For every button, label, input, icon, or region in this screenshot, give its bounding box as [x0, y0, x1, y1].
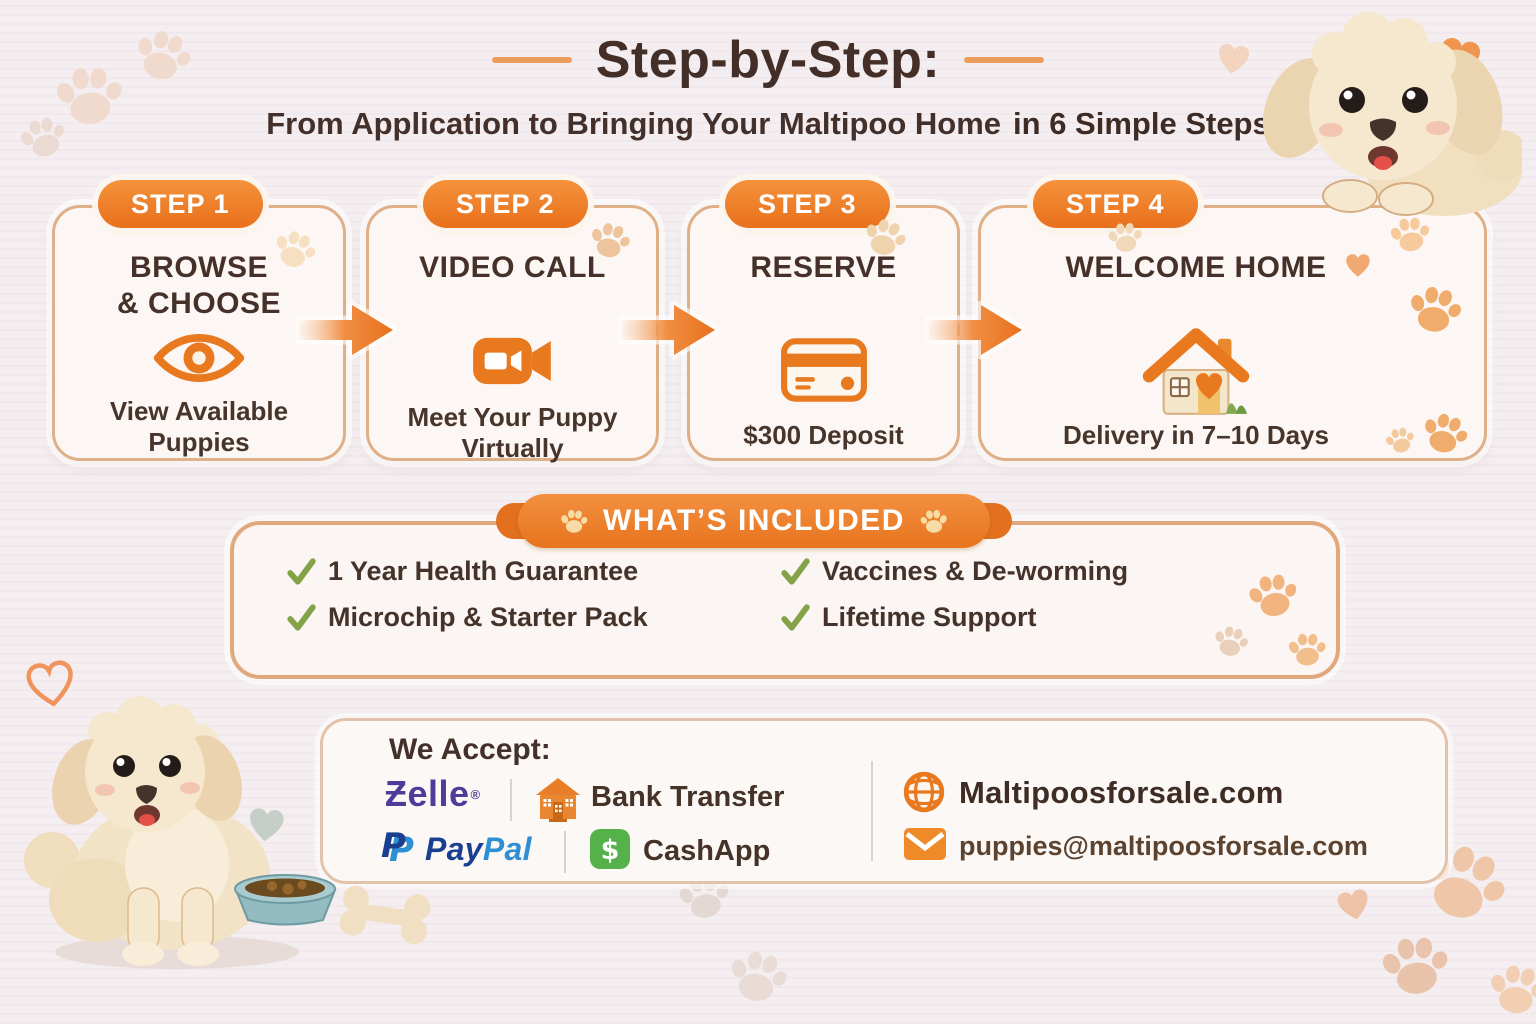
- step-1-title-line1: BROWSE: [130, 251, 268, 284]
- step-3-caption-line1: $300 Deposit: [743, 420, 904, 450]
- step-4-caption: Delivery in 7–10 Days: [1063, 420, 1329, 451]
- payment-contact-box: We Accept: Ƶelle® Bank Transfer P: [320, 718, 1448, 884]
- cashapp-dollar-icon: $: [589, 828, 631, 870]
- included-item: 1 Year Health Guarantee: [286, 556, 780, 587]
- included-items-list: 1 Year Health Guarantee Vaccines & De-wo…: [286, 556, 1186, 633]
- step-2-title-line1: VIDEO CALL: [419, 251, 606, 284]
- subtitle-emphasis: in 6 Simple Steps: [1013, 106, 1270, 141]
- step-2-badge: STEP 2: [423, 180, 588, 228]
- arrow-icon: [618, 300, 718, 360]
- envelope-icon: [903, 827, 947, 861]
- step-1-badge: STEP 1: [98, 180, 263, 228]
- step-1-caption-line1: View Available: [109, 396, 289, 426]
- check-icon: [781, 557, 810, 585]
- step-2-caption-line2: Virtually: [461, 433, 564, 463]
- header: Step-by-Step: From Application to Bringi…: [0, 30, 1536, 142]
- step-4-caption-line1: Delivery in 7–10 Days: [1063, 420, 1329, 450]
- included-item: Lifetime Support: [780, 602, 1186, 633]
- subtitle-text: From Application to Bringing Your Maltip…: [266, 106, 1002, 141]
- step-2-caption-line1: Meet Your Puppy: [407, 402, 618, 432]
- check-icon: [287, 557, 316, 585]
- check-icon: [781, 603, 810, 631]
- video-camera-icon: [471, 326, 555, 396]
- paw-print-icon: [559, 506, 589, 536]
- arrow-icon: [925, 300, 1025, 360]
- step-1-title-line2: & CHOOSE: [116, 287, 282, 320]
- step-card-4: STEP 4 WELCOME HOME: [978, 180, 1487, 461]
- bone-bar: WHAT’S INCLUDED: [518, 494, 990, 548]
- step-card-2: STEP 2 VIDEO CALL Meet Your Puppy Virtua…: [366, 180, 659, 463]
- paypal-logo: P P PayPal: [379, 827, 532, 871]
- bone-illustration: [339, 885, 431, 945]
- cashapp-label: CashApp: [643, 835, 771, 867]
- heart-icon: [1333, 885, 1376, 928]
- step-card-3: STEP 3 RESERVE $300 Deposit: [687, 180, 960, 461]
- title-row: Step-by-Step:: [0, 30, 1536, 90]
- included-item: Vaccines & De-worming: [780, 556, 1186, 587]
- svg-text:P: P: [389, 830, 414, 870]
- check-icon: [287, 603, 316, 631]
- bank-building-icon: [535, 775, 581, 823]
- whats-included-title: WHAT’S INCLUDED: [603, 504, 905, 537]
- step-4-title: WELCOME HOME: [1066, 250, 1327, 326]
- included-item-label: Vaccines & De-worming: [822, 556, 1129, 586]
- paw-print-icon: [1483, 955, 1536, 1023]
- step-2-caption: Meet Your Puppy Virtually: [408, 402, 618, 464]
- paypal-icon: P P: [381, 827, 414, 870]
- svg-text:P: P: [381, 827, 406, 866]
- step-2-content: VIDEO CALL Meet Your Puppy Virtually: [369, 208, 656, 463]
- step-4-badge: STEP 4: [1033, 180, 1198, 228]
- arrow-icon: [296, 300, 396, 360]
- divider: [510, 779, 512, 821]
- eye-icon: [149, 326, 249, 390]
- divider-vertical-main: [871, 761, 873, 861]
- divider: [564, 831, 566, 873]
- paw-print-icon: [1373, 923, 1457, 1007]
- step-2-title: VIDEO CALL: [419, 250, 606, 326]
- puppy-illustration-bottom-left: [24, 696, 299, 969]
- included-item-label: Lifetime Support: [822, 602, 1037, 632]
- step-3-title-line1: RESERVE: [750, 251, 897, 284]
- step-1-caption-line2: Puppies: [148, 427, 250, 457]
- puppy-illustration-top-right: [1262, 12, 1522, 216]
- dog-bowl-illustration: [234, 874, 337, 926]
- email-label: puppies@maltipoosforsale.com: [959, 831, 1368, 861]
- paw-print-icon: [721, 939, 795, 1013]
- paypal-label: PayPal: [425, 831, 532, 868]
- title-dash-right: [964, 57, 1045, 63]
- paw-print-icon: [919, 506, 949, 536]
- page-title: Step-by-Step:: [595, 31, 941, 89]
- title-dash-left: [491, 57, 572, 63]
- step-1-title: BROWSE & CHOOSE: [117, 250, 281, 326]
- step-1-caption: View Available Puppies: [110, 396, 288, 458]
- zelle-label: Ƶelle: [385, 773, 470, 814]
- paypal-label-pay: Pay: [425, 830, 483, 867]
- paypal-label-pal: Pal: [482, 830, 532, 867]
- included-item-label: 1 Year Health Guarantee: [328, 556, 639, 586]
- globe-icon: [903, 771, 945, 813]
- included-item-label: Microchip & Starter Pack: [328, 602, 648, 632]
- step-1-content: BROWSE & CHOOSE View Available Puppies: [55, 208, 343, 458]
- house-heart-icon: [1138, 326, 1254, 415]
- step-4-title-line1: WELCOME HOME: [1065, 251, 1327, 284]
- svg-text:$: $: [601, 835, 620, 866]
- we-accept-heading: We Accept:: [389, 733, 551, 766]
- step-3-content: RESERVE $300 Deposit: [690, 208, 957, 458]
- step-3-caption: $300 Deposit: [743, 420, 903, 451]
- whats-included-banner: WHAT’S INCLUDED: [496, 494, 1012, 548]
- bank-transfer-label: Bank Transfer: [591, 781, 785, 813]
- step-4-content: WELCOME HOME Delivery in 7–10 Days: [981, 208, 1411, 458]
- zelle-logo: Ƶelle®: [385, 773, 481, 815]
- zelle-registered-mark: ®: [470, 786, 481, 802]
- website-label: Maltipoosforsale.com: [959, 775, 1284, 810]
- page-subtitle: From Application to Bringing Your Maltip…: [0, 106, 1536, 142]
- step-3-title: RESERVE: [750, 250, 896, 326]
- included-item: Microchip & Starter Pack: [286, 602, 780, 633]
- credit-card-icon: [780, 326, 868, 414]
